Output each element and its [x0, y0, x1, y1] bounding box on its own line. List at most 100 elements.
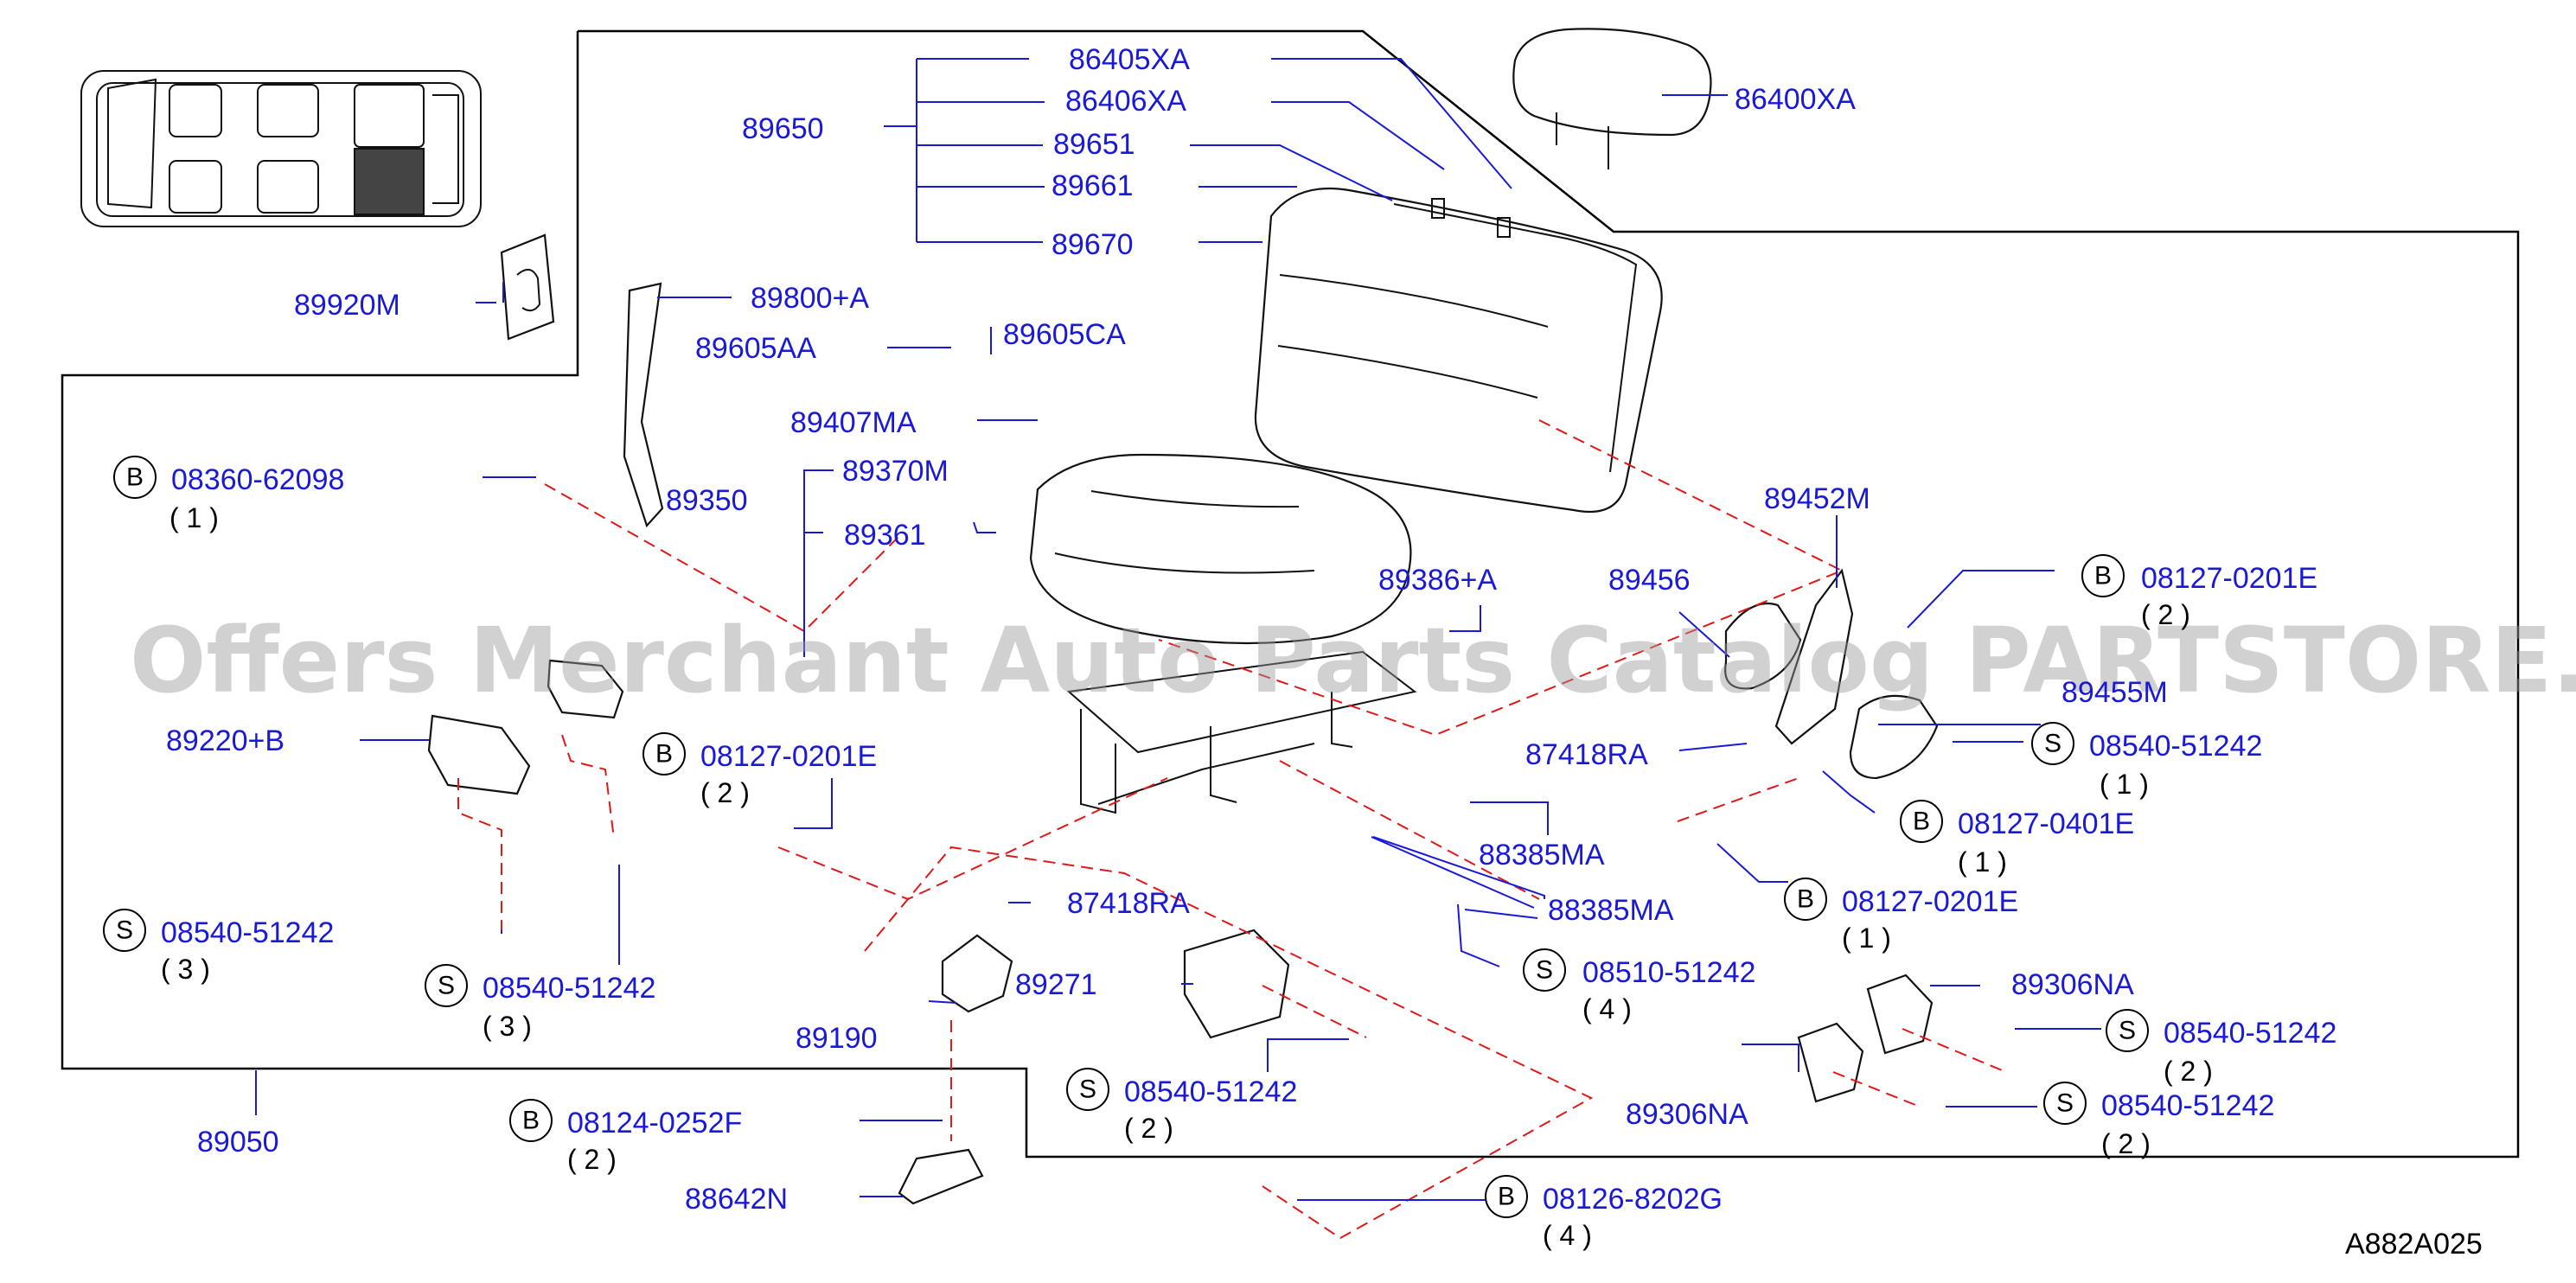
label-08360-62098[interactable]: 08360-62098 [171, 463, 344, 496]
label-89920m[interactable]: 89920M [294, 289, 400, 322]
label-88385ma-b[interactable]: 88385MA [1548, 894, 1674, 927]
label-89361[interactable]: 89361 [844, 519, 926, 552]
circle-b-marker: B [1900, 800, 1943, 843]
qty-08540-51242-a: ( 1 ) [2100, 769, 2149, 800]
buckle-89220c-icon [547, 659, 624, 719]
hinge-89455m-icon [1849, 694, 1939, 780]
circle-s-marker: S [2031, 722, 2074, 765]
buckle-89220b-icon [427, 714, 531, 795]
svg-text:B: B [126, 463, 144, 492]
label-08540-51242-a[interactable]: 08540-51242 [2089, 730, 2262, 763]
label-86406xa[interactable]: 86406XA [1065, 85, 1186, 118]
circle-markers: B B S B B S S S B S S S B B [103, 456, 2149, 1218]
label-08124-0252f[interactable]: 08124-0252F [567, 1107, 742, 1139]
qty-08126-8202g: ( 4 ) [1543, 1220, 1592, 1251]
qty-08540-51242-e: ( 3 ) [483, 1011, 532, 1042]
leader-lines [255, 58, 2101, 1201]
label-89407ma[interactable]: 89407MA [790, 406, 917, 439]
label-89350[interactable]: 89350 [666, 484, 748, 517]
svg-text:S: S [2119, 1017, 2136, 1045]
label-08540-51242-b[interactable]: 08540-51242 [2164, 1017, 2336, 1050]
label-89386a[interactable]: 89386+A [1378, 564, 1497, 597]
circle-b-marker: B [1784, 878, 1827, 921]
label-08127-0201e-c[interactable]: 08127-0201E [1842, 885, 2018, 918]
label-08540-51242-f[interactable]: 08540-51242 [1124, 1076, 1297, 1108]
label-89800a[interactable]: 89800+A [751, 282, 869, 315]
label-89650[interactable]: 89650 [742, 112, 824, 145]
seat-frame-icon [1066, 650, 1417, 814]
circle-b-marker: B [113, 456, 157, 499]
svg-text:S: S [2056, 1089, 2074, 1118]
belt-89800a-icon [623, 282, 664, 528]
label-86405xa[interactable]: 86405XA [1069, 43, 1190, 76]
circle-s-marker: S [1523, 948, 1566, 992]
label-89456[interactable]: 89456 [1608, 564, 1691, 597]
label-08127-0401e[interactable]: 08127-0401E [1958, 807, 2134, 840]
label-88385ma-a[interactable]: 88385MA [1479, 839, 1605, 871]
label-87418ra-b[interactable]: 87418RA [1067, 887, 1190, 920]
svg-text:B: B [1498, 1183, 1515, 1211]
cover-89271-icon [1183, 929, 1290, 1039]
label-88642n[interactable]: 88642N [685, 1183, 788, 1216]
label-08126-8202g[interactable]: 08126-8202G [1543, 1183, 1723, 1216]
label-08127-0201e-a[interactable]: 08127-0201E [2141, 562, 2317, 595]
circle-b-marker: B [1485, 1175, 1528, 1218]
label-89651[interactable]: 89651 [1053, 128, 1135, 161]
circle-s-marker: S [2043, 1082, 2087, 1125]
label-87418ra-a[interactable]: 87418RA [1525, 738, 1648, 771]
svg-text:S: S [2044, 730, 2061, 758]
bracket-89306na-b-icon [1797, 1022, 1864, 1103]
circle-b-marker: B [642, 732, 686, 776]
part-labels: 86405XA 86406XA 89651 89661 89670 89650 … [161, 43, 2483, 1261]
circle-s-marker: S [103, 909, 146, 952]
label-89605aa[interactable]: 89605AA [695, 332, 816, 365]
bracket-89306na-a-icon [1866, 973, 1934, 1055]
label-08540-51242-c[interactable]: 08540-51242 [2101, 1089, 2274, 1122]
label-89050[interactable]: 89050 [197, 1126, 279, 1159]
svg-text:S: S [1079, 1076, 1096, 1104]
label-89306na-b[interactable]: 89306NA [1626, 1098, 1748, 1131]
qty-08127-0201e-d: ( 2 ) [700, 777, 750, 808]
label-89190[interactable]: 89190 [796, 1022, 878, 1055]
label-86400xa[interactable]: 86400XA [1735, 83, 1856, 116]
vehicle-locator-icon [80, 70, 482, 227]
circle-s-marker: S [1066, 1068, 1109, 1111]
seat-cushion-icon [1029, 453, 1412, 645]
watermark: Offers Merchant Auto Parts Catalog PARTS… [130, 608, 2576, 713]
svg-text:B: B [2094, 562, 2112, 590]
label-89370m[interactable]: 89370M [842, 455, 949, 488]
circle-s-marker: S [425, 964, 468, 1007]
label-89605ca[interactable]: 89605CA [1003, 318, 1126, 351]
seat-back-icon [1254, 187, 1663, 514]
label-89271[interactable]: 89271 [1015, 968, 1097, 1001]
svg-text:S: S [116, 916, 133, 945]
qty-08510-51242: ( 4 ) [1582, 993, 1632, 1024]
label-89220b[interactable]: 89220+B [166, 724, 284, 757]
qty-08540-51242-b: ( 2 ) [2164, 1056, 2213, 1087]
strap-88642n-icon [898, 1148, 984, 1205]
svg-text:B: B [522, 1107, 540, 1135]
label-08540-51242-d[interactable]: 08540-51242 [161, 916, 334, 949]
label-08127-0201e-d[interactable]: 08127-0201E [700, 740, 877, 773]
qty-08360-62098: ( 1 ) [169, 502, 219, 533]
qty-08124-0252f: ( 2 ) [567, 1144, 617, 1175]
label-08510-51242[interactable]: 08510-51242 [1582, 956, 1755, 989]
circle-b-marker: B [509, 1099, 553, 1142]
svg-text:B: B [655, 740, 673, 769]
qty-08127-0401e: ( 1 ) [1958, 846, 2007, 878]
svg-text:B: B [1797, 885, 1814, 914]
circle-b-marker: B [2081, 554, 2125, 597]
label-89306na-a[interactable]: 89306NA [2011, 968, 2134, 1001]
label-89452m[interactable]: 89452M [1764, 482, 1870, 515]
label-08540-51242-e[interactable]: 08540-51242 [483, 972, 655, 1005]
label-89670[interactable]: 89670 [1051, 228, 1134, 261]
label-89661[interactable]: 89661 [1051, 169, 1134, 202]
hidden-lines [457, 419, 2007, 1240]
label-89455m[interactable]: 89455M [2061, 676, 2168, 709]
qty-08540-51242-d: ( 3 ) [161, 954, 210, 985]
reference-code: A882A025 [2345, 1228, 2483, 1261]
circle-s-marker: S [2106, 1009, 2149, 1052]
latch-89190-icon [941, 934, 1013, 1013]
